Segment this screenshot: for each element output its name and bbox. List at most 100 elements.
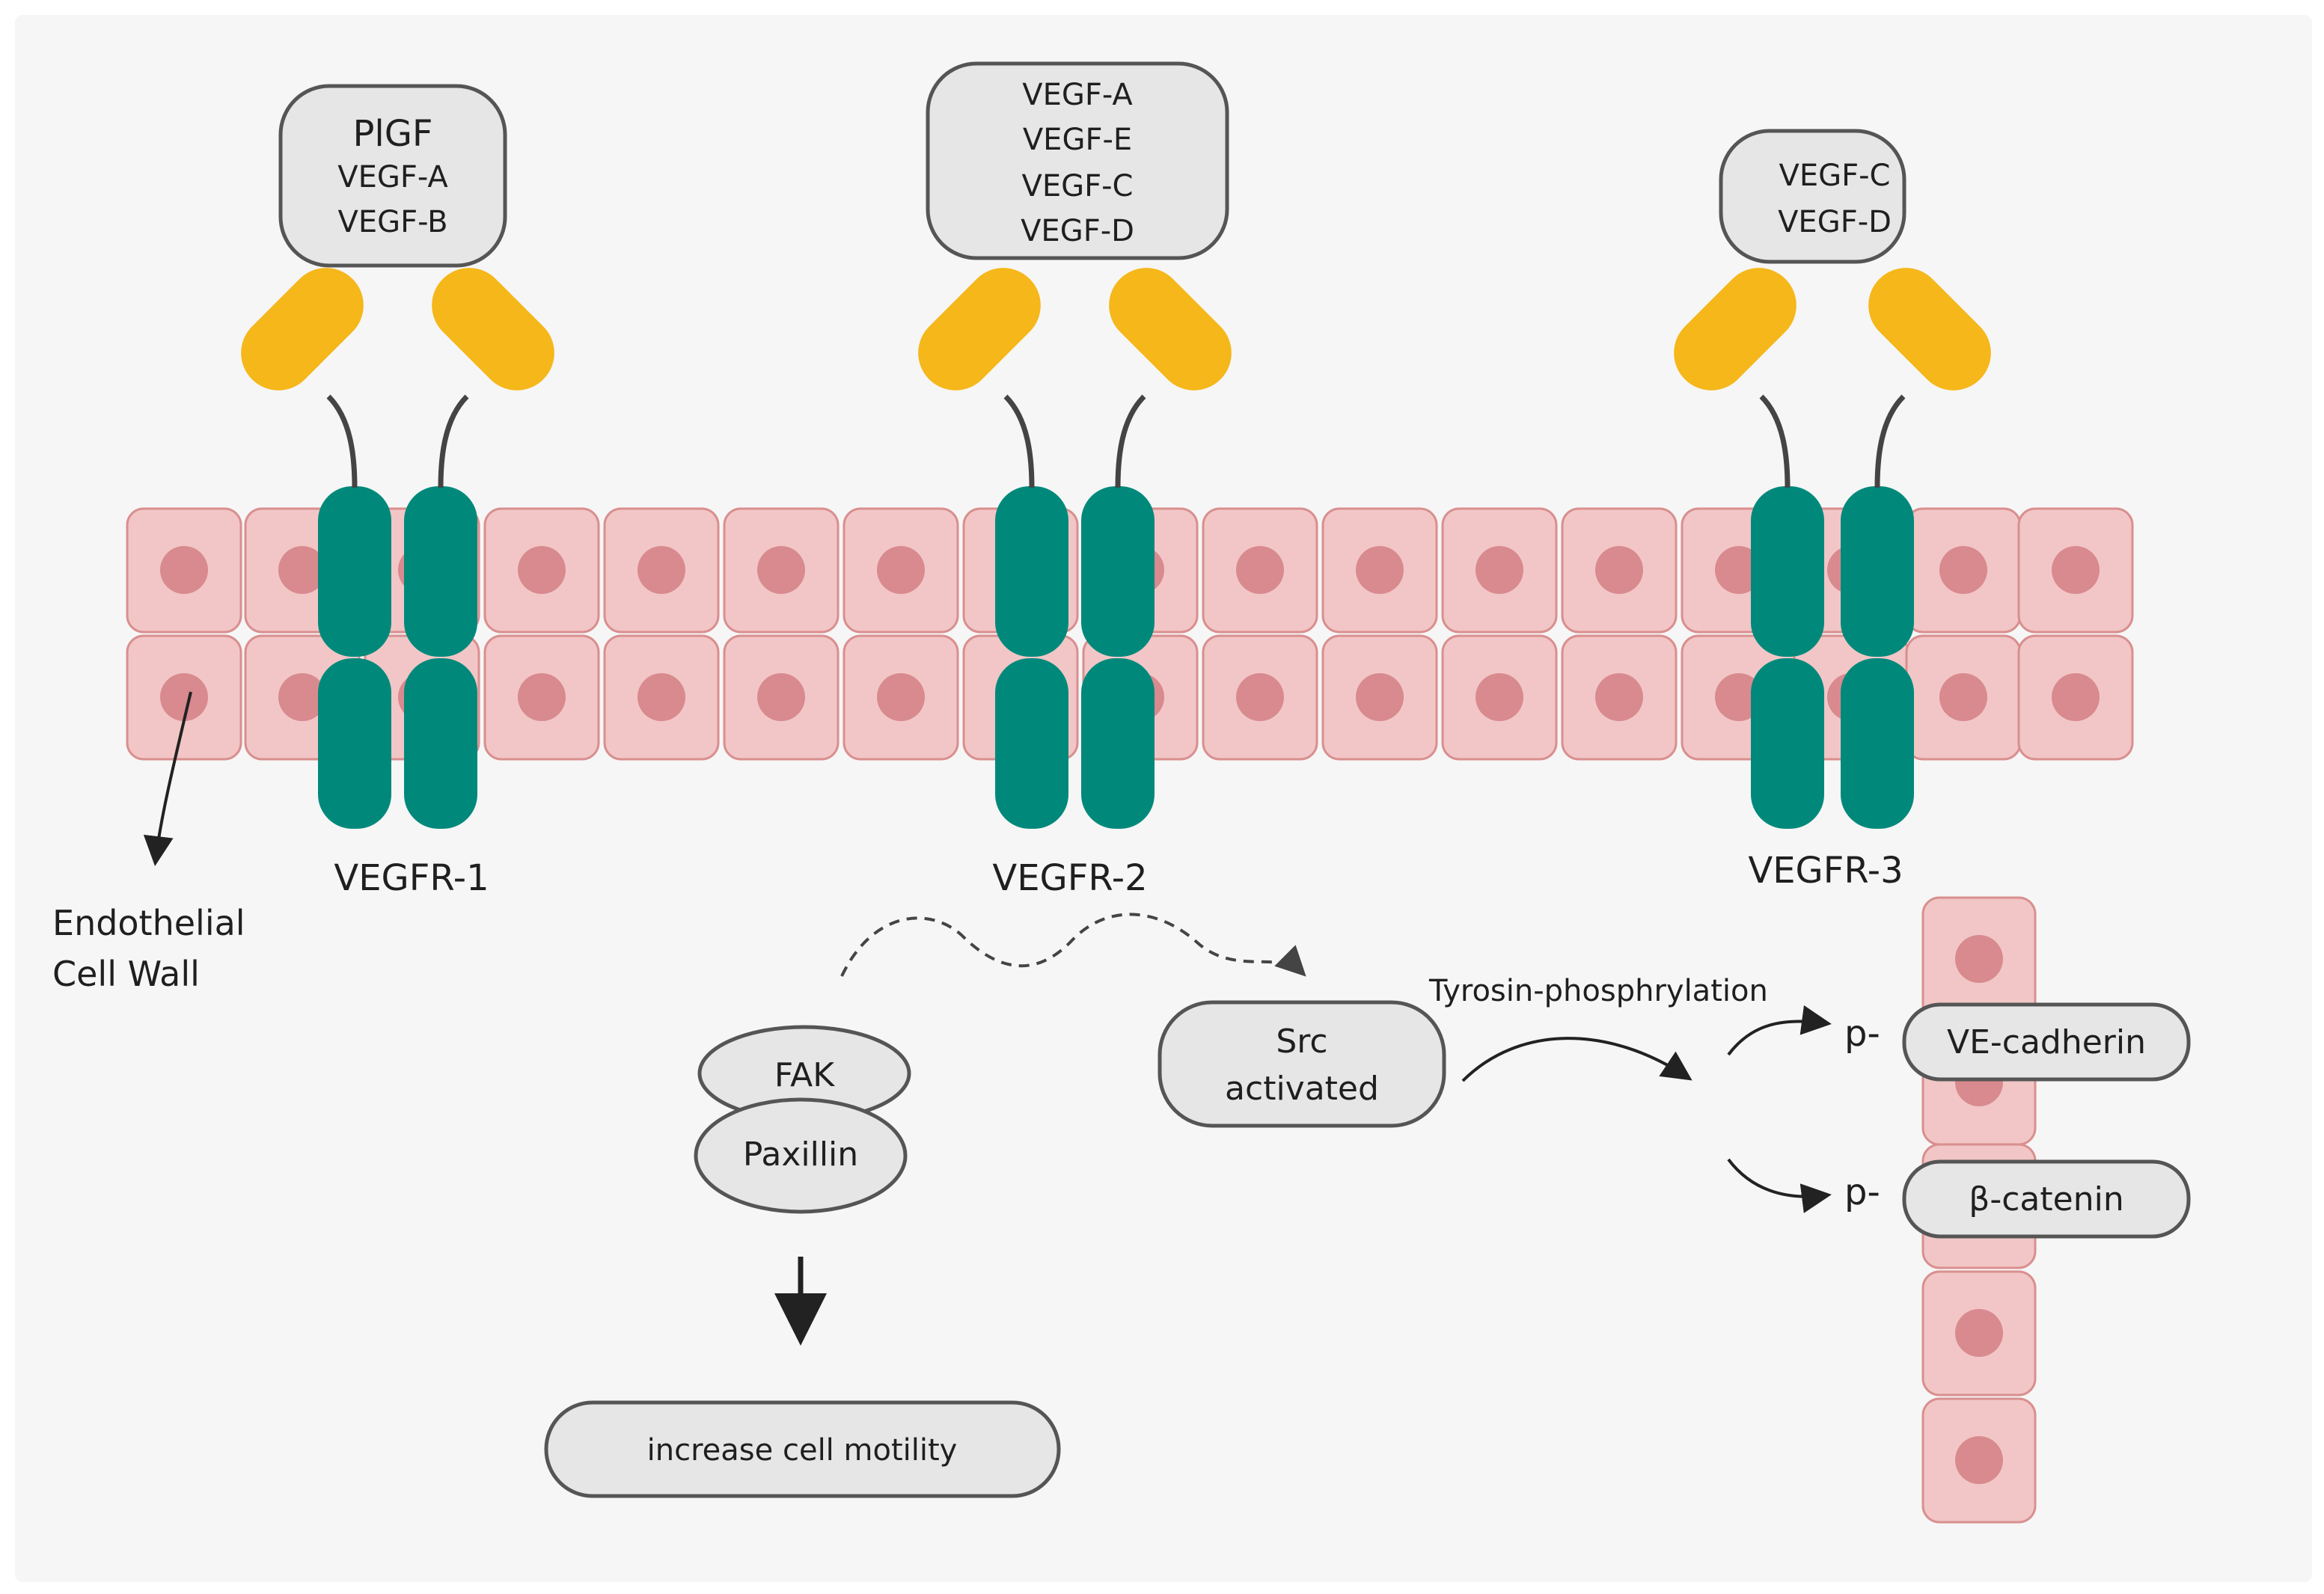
cell-nucleus [518, 546, 566, 594]
ve-cadherin-box [1902, 1002, 2191, 1082]
ligand-binding-head [1674, 268, 1796, 390]
receptor-lower-domain [1751, 658, 1824, 829]
cell-nucleus [637, 546, 685, 594]
cell-nucleus [1955, 1309, 2003, 1357]
src-box [1158, 1000, 1446, 1128]
cell-nucleus [518, 673, 566, 721]
endothelial-cell [843, 507, 959, 634]
phosphorylation-arrow [1461, 1037, 1692, 1082]
endothelial-cell [1202, 507, 1318, 634]
receptor-upper-domain [1841, 486, 1914, 657]
cell-wall-arrow [143, 691, 192, 866]
cell-nucleus [278, 546, 326, 594]
receptor-label-vegfr1: VEGFR-1 [334, 857, 489, 899]
cell-nucleus [637, 673, 685, 721]
receptor-upper-domain [1751, 486, 1824, 657]
paxillin-node [694, 1097, 908, 1214]
receptor-label-vegfr3: VEGFR-3 [1748, 850, 1903, 892]
endothelial-cell [1441, 507, 1558, 634]
ligand-binding-head [1868, 268, 1991, 390]
endothelial-cell [1441, 634, 1558, 761]
ligand-name: VEGF-D [1021, 214, 1134, 248]
endothelial-cell [483, 634, 600, 761]
receptor-linker [1874, 394, 1906, 488]
src-label-line1: Src [1276, 1023, 1327, 1061]
cell-nucleus [757, 673, 805, 721]
receptor-lower-domain [318, 658, 391, 829]
receptor-upper-domain [404, 486, 477, 657]
cell-nucleus [1955, 935, 2003, 983]
ligand-name: VEGF-C [1779, 159, 1890, 193]
receptor-vegfr1 [241, 268, 554, 829]
ligand-name: VEGF-E [1023, 123, 1132, 157]
cell-nucleus [1939, 673, 1987, 721]
endothelial-cell [603, 507, 720, 634]
ligand-binding-head [918, 268, 1041, 390]
endothelial-cell [1202, 634, 1318, 761]
cell-nucleus [278, 673, 326, 721]
endothelial-cell [1561, 634, 1678, 761]
ligand-name: VEGF-B [337, 205, 447, 239]
receptor-lower-domain [995, 658, 1068, 829]
ve-cadherin-prefix: p- [1844, 1013, 1880, 1055]
column-cell [1921, 896, 2037, 1023]
beta-catenin-label: β-catenin [1969, 1180, 2123, 1219]
endothelial-cell [1561, 507, 1678, 634]
endothelial-cell [1905, 507, 2022, 634]
receptor-vegfr3 [1674, 268, 1991, 829]
beta-catenin-prefix: p- [1844, 1171, 1880, 1213]
beta-catenin-arrow [1727, 1158, 1832, 1213]
receptor-lower-domain [1081, 658, 1155, 829]
column-cell [1921, 1397, 2037, 1524]
cell-nucleus [1955, 1436, 2003, 1484]
cell-nucleus [1356, 546, 1404, 594]
receptor-linker [1003, 394, 1035, 488]
diagram-background [15, 15, 2312, 1582]
endothelial-cell [126, 634, 242, 761]
cell-nucleus [1476, 673, 1523, 721]
ligand-binding-head [432, 268, 554, 390]
ligand-name: VEGF-A [1022, 78, 1133, 112]
receptors [241, 268, 1991, 829]
receptor-vegfr2 [918, 268, 1232, 829]
cell-nucleus [1939, 546, 1987, 594]
receptor-upper-domain [995, 486, 1068, 657]
endothelial-cell [1905, 634, 2022, 761]
motility-label: increase cell motility [647, 1433, 958, 1468]
cell-nucleus [1476, 546, 1523, 594]
cell-wall-label-line1: Endothelial [52, 903, 245, 943]
ligand-box-vegfr1: PlGF VEGF-A VEGF-B [278, 84, 507, 268]
phosphorylation-label: Tyrosin-phosphrylation [1428, 974, 1768, 1008]
receptor-upper-domain [318, 486, 391, 657]
cell-nucleus [1595, 546, 1643, 594]
receptor-linker [1759, 394, 1791, 488]
cell-nucleus [757, 546, 805, 594]
cell-nucleus [877, 546, 925, 594]
endothelial-cell [1321, 634, 1438, 761]
endothelial-cell [2017, 634, 2134, 761]
ligand-name: VEGF-A [337, 160, 448, 194]
column-cell [1921, 1270, 2037, 1397]
endothelial-cell [2017, 507, 2134, 634]
ligand-name: VEGF-D [1778, 205, 1892, 239]
cell-wall-label-line2: Cell Wall [52, 954, 200, 994]
cell-nucleus [1236, 546, 1284, 594]
ligand-boxes: PlGF VEGF-A VEGF-B VEGF-A VEGF-E VEGF-C VEGF-D… [278, 61, 1906, 268]
ve-cadherin-arrow [1727, 1005, 1832, 1056]
ligand-binding-head [241, 268, 364, 390]
receptor-lower-domain [404, 658, 477, 829]
cell-nucleus [2052, 546, 2100, 594]
cell-nucleus [160, 546, 208, 594]
receptor-linker [1115, 394, 1146, 488]
beta-catenin-box [1902, 1159, 2191, 1239]
ligand-name: PlGF [352, 113, 432, 155]
receptor-upper-domain [1081, 486, 1155, 657]
paxillin-label: Paxillin [743, 1135, 858, 1174]
src-label-line2: activated [1225, 1070, 1379, 1108]
endothelial-cell [603, 634, 720, 761]
dashed-signal-arrow [840, 913, 1306, 977]
cell-nucleus [1236, 673, 1284, 721]
endothelial-cell [1321, 507, 1438, 634]
ve-cadherin-label: VE-cadherin [1947, 1023, 2146, 1061]
